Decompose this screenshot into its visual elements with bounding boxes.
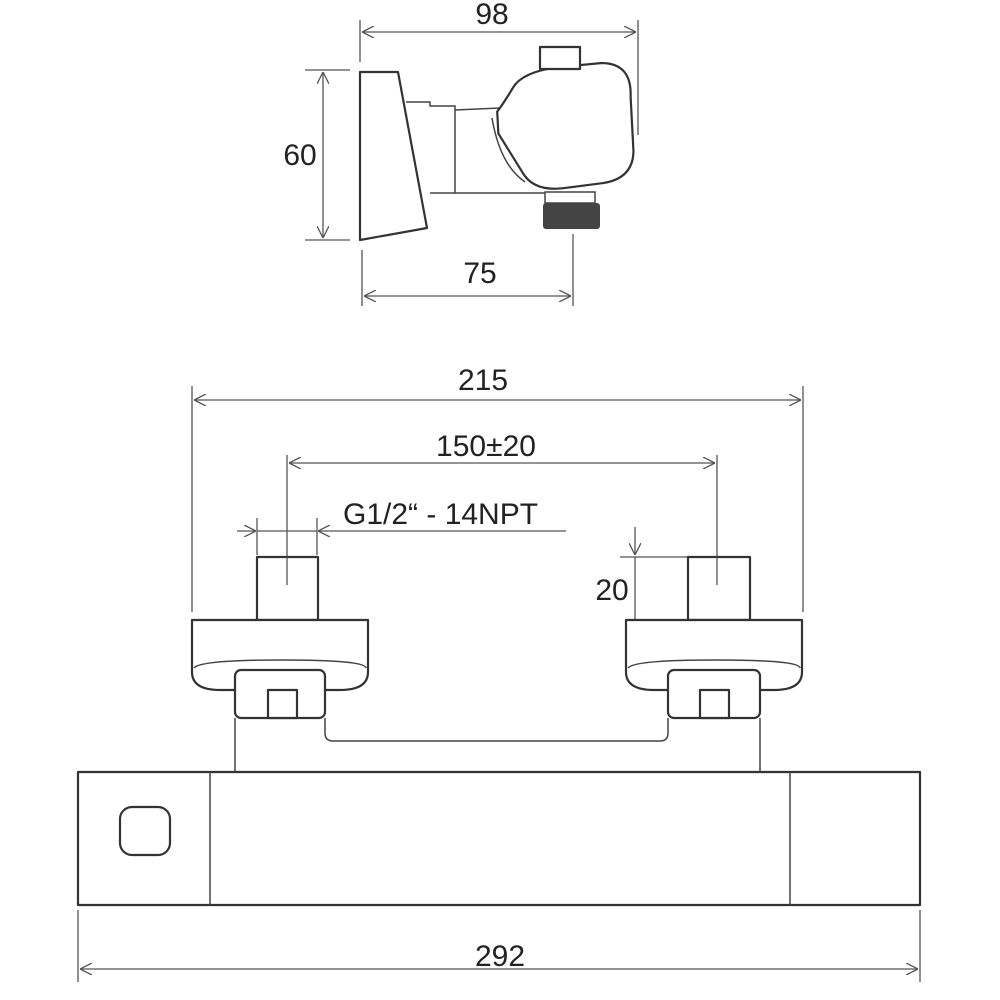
thermostat-body: [76, 770, 922, 907]
dimension-label: 60: [283, 139, 316, 172]
dimension-label: 150±20: [436, 430, 536, 463]
dimension-label: 75: [463, 257, 496, 290]
dimension-thread: G1/2“ - 14NPT: [237, 498, 566, 555]
dimension-label: 20: [595, 574, 628, 607]
control-button: [118, 805, 172, 857]
dimension-292: 292: [77, 910, 921, 982]
dimension-98: 98: [359, 0, 639, 135]
thread-connector: [543, 203, 600, 229]
dimension-label: 292: [475, 940, 525, 973]
dimension-75: 75: [361, 234, 574, 306]
dimension-60: 60: [283, 69, 350, 241]
dimension-150: 150±20: [286, 430, 718, 585]
dimension-label: 215: [458, 364, 508, 397]
front-view: 215 150±20 G1/2“ - 14NPT 20: [76, 364, 922, 982]
dimension-label: 98: [475, 0, 508, 31]
connector-bridge: [234, 718, 761, 772]
thread-label: G1/2“ - 14NPT: [343, 498, 538, 531]
side-view: 98 60 75: [283, 0, 639, 306]
dimension-215: 215: [191, 364, 804, 612]
left-inlet: [190, 555, 370, 720]
knob-cap: [538, 45, 582, 71]
right-inlet: [624, 555, 804, 720]
faucet-side-outline: [358, 45, 635, 242]
